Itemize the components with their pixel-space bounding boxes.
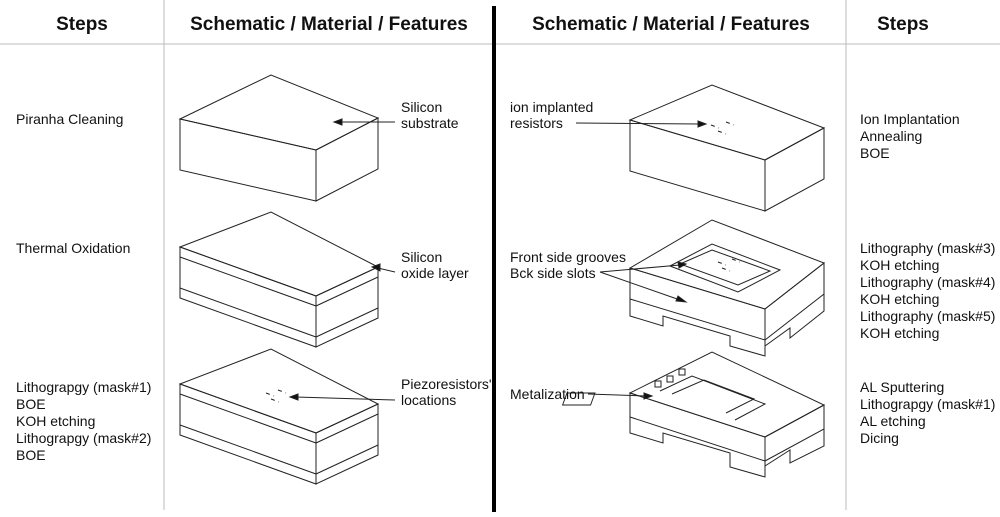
steps-right-row-1: Ion Implantation Annealing BOE	[860, 111, 960, 162]
step-text: Annealing	[860, 128, 923, 144]
label-line: Silicon	[401, 99, 443, 115]
label-line: Front side grooves	[510, 249, 626, 265]
step-text: Lithograpgy (mask#1)	[860, 396, 996, 412]
label-piezoresistors: Piezoresistors' locations	[401, 376, 492, 408]
steps-row-1: Piranha Cleaning	[16, 111, 123, 128]
step-text: KOH etching	[16, 413, 96, 429]
label-ion-implanted: ion implanted resistors	[510, 99, 593, 131]
header-steps-right: Steps	[877, 14, 929, 35]
step-text: AL Sputtering	[860, 379, 945, 395]
piezo-block	[178, 348, 380, 485]
header-schematic-right: Schematic / Material / Features	[532, 14, 810, 35]
label-metalization: Metalization	[510, 386, 585, 402]
step-text: KOH etching	[860, 291, 940, 307]
metalized-die	[561, 351, 826, 478]
label-oxide-layer: Silicon oxide layer	[401, 249, 469, 281]
steps-row-2: Thermal Oxidation	[16, 240, 130, 257]
steps-row-3: Lithograpgy (mask#1) BOE KOH etching Lit…	[16, 379, 151, 464]
label-line: Bck side slots	[510, 265, 596, 281]
label-line: locations	[401, 392, 457, 408]
step-text: KOH etching	[860, 325, 940, 341]
step-text: Lithography (mask#4)	[860, 274, 996, 290]
step-text: KOH etching	[860, 257, 940, 273]
label-silicon-substrate: Silicon substrate	[401, 99, 459, 131]
step-text: BOE	[16, 447, 46, 463]
oxide-block	[178, 211, 380, 348]
label-grooves-slots: Front side grooves Bck side slots	[510, 249, 626, 281]
step-text: Lithography (mask#3)	[860, 240, 996, 256]
step-text: Dicing	[860, 430, 899, 446]
header-schematic-left: Schematic / Material / Features	[190, 14, 468, 35]
step-text: Piranha Cleaning	[16, 111, 124, 127]
label-line: ion implanted	[510, 99, 594, 115]
label-line: Piezoresistors'	[401, 376, 492, 392]
step-text: Lithograpgy (mask#1)	[16, 379, 152, 395]
label-line: oxide layer	[401, 265, 469, 281]
step-text: Lithography (mask#5)	[860, 308, 996, 324]
substrate-block	[178, 74, 380, 202]
label-line: substrate	[401, 115, 459, 131]
label-line: resistors	[510, 115, 563, 131]
implant-block	[628, 84, 826, 212]
label-line: Metalization	[510, 386, 585, 402]
step-text: BOE	[860, 145, 890, 161]
leader-lines	[288, 118, 708, 401]
label-line: Silicon	[401, 249, 443, 265]
step-text: Lithograpgy (mask#2)	[16, 430, 152, 446]
step-text: BOE	[16, 396, 46, 412]
step-text: AL etching	[860, 413, 926, 429]
steps-right-row-3: AL Sputtering Lithograpgy (mask#1) AL et…	[860, 379, 995, 447]
header-steps-left: Steps	[56, 14, 108, 35]
steps-right-row-2: Lithography (mask#3) KOH etching Lithogr…	[860, 240, 995, 342]
step-text: Thermal Oxidation	[16, 240, 131, 256]
step-text: Ion Implantation	[860, 111, 960, 127]
grooves-block	[628, 219, 826, 357]
